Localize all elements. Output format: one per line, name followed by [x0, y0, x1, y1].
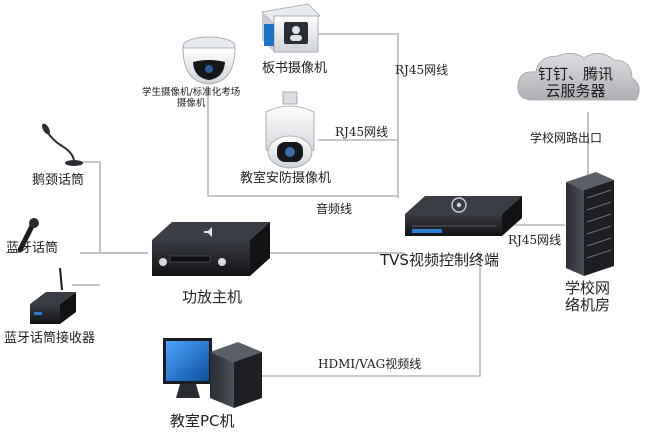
gooseneck-mic-icon: [42, 123, 83, 166]
gooseneck-mic-label: 鹅颈话筒: [32, 173, 85, 188]
rj45-right-label: RJ45网线: [508, 233, 562, 247]
rj45-mid-label: RJ45网线: [335, 125, 389, 139]
security-camera-label: 教室安防摄像机: [240, 171, 332, 186]
bluetooth-mic-label: 蓝牙话筒: [6, 241, 59, 256]
cloud-server-icon: [517, 53, 640, 101]
bluetooth-receiver-icon: [30, 267, 76, 324]
classroom-pc-label: 教室PC机: [170, 412, 235, 430]
line-pc-to-tvs: [262, 252, 481, 377]
connection-lines: [72, 33, 589, 377]
amplifier-label: 功放主机: [182, 288, 243, 306]
server-rack-icon: [566, 172, 614, 276]
blackboard-camera-icon: [261, 3, 321, 53]
line-gooseneck-mic: [80, 161, 148, 254]
amplifier-icon: [152, 222, 270, 276]
security-camera-icon: [265, 91, 315, 169]
bluetooth-mic-icon: [17, 218, 39, 253]
audio-cable-label: 音频线: [316, 202, 353, 216]
student-camera-icon: [182, 36, 236, 85]
tvs-controller-label: TVS视频控制终端: [380, 251, 499, 269]
line-student-camera: [207, 86, 398, 197]
classroom-pc-icon: [163, 338, 262, 408]
bluetooth-receiver-label: 蓝牙话筒接收器: [4, 331, 96, 346]
cloud-server-label: 钉钉、腾讯 云服务器: [538, 65, 614, 101]
rj45-top-label: RJ45网线: [395, 63, 449, 77]
school-exit-label: 学校网路出口: [530, 131, 603, 145]
hdmi-cable-label: HDMI/VAG视频线: [318, 357, 422, 371]
student-camera-label: 学生摄像机/标准化考场 摄像机: [142, 87, 241, 109]
tvs-controller-icon: [405, 196, 522, 236]
server-room-label: 学校网 络机房: [565, 279, 611, 315]
blackboard-camera-label: 板书摄像机: [262, 61, 328, 76]
line-blackboard-camera: [318, 33, 399, 198]
